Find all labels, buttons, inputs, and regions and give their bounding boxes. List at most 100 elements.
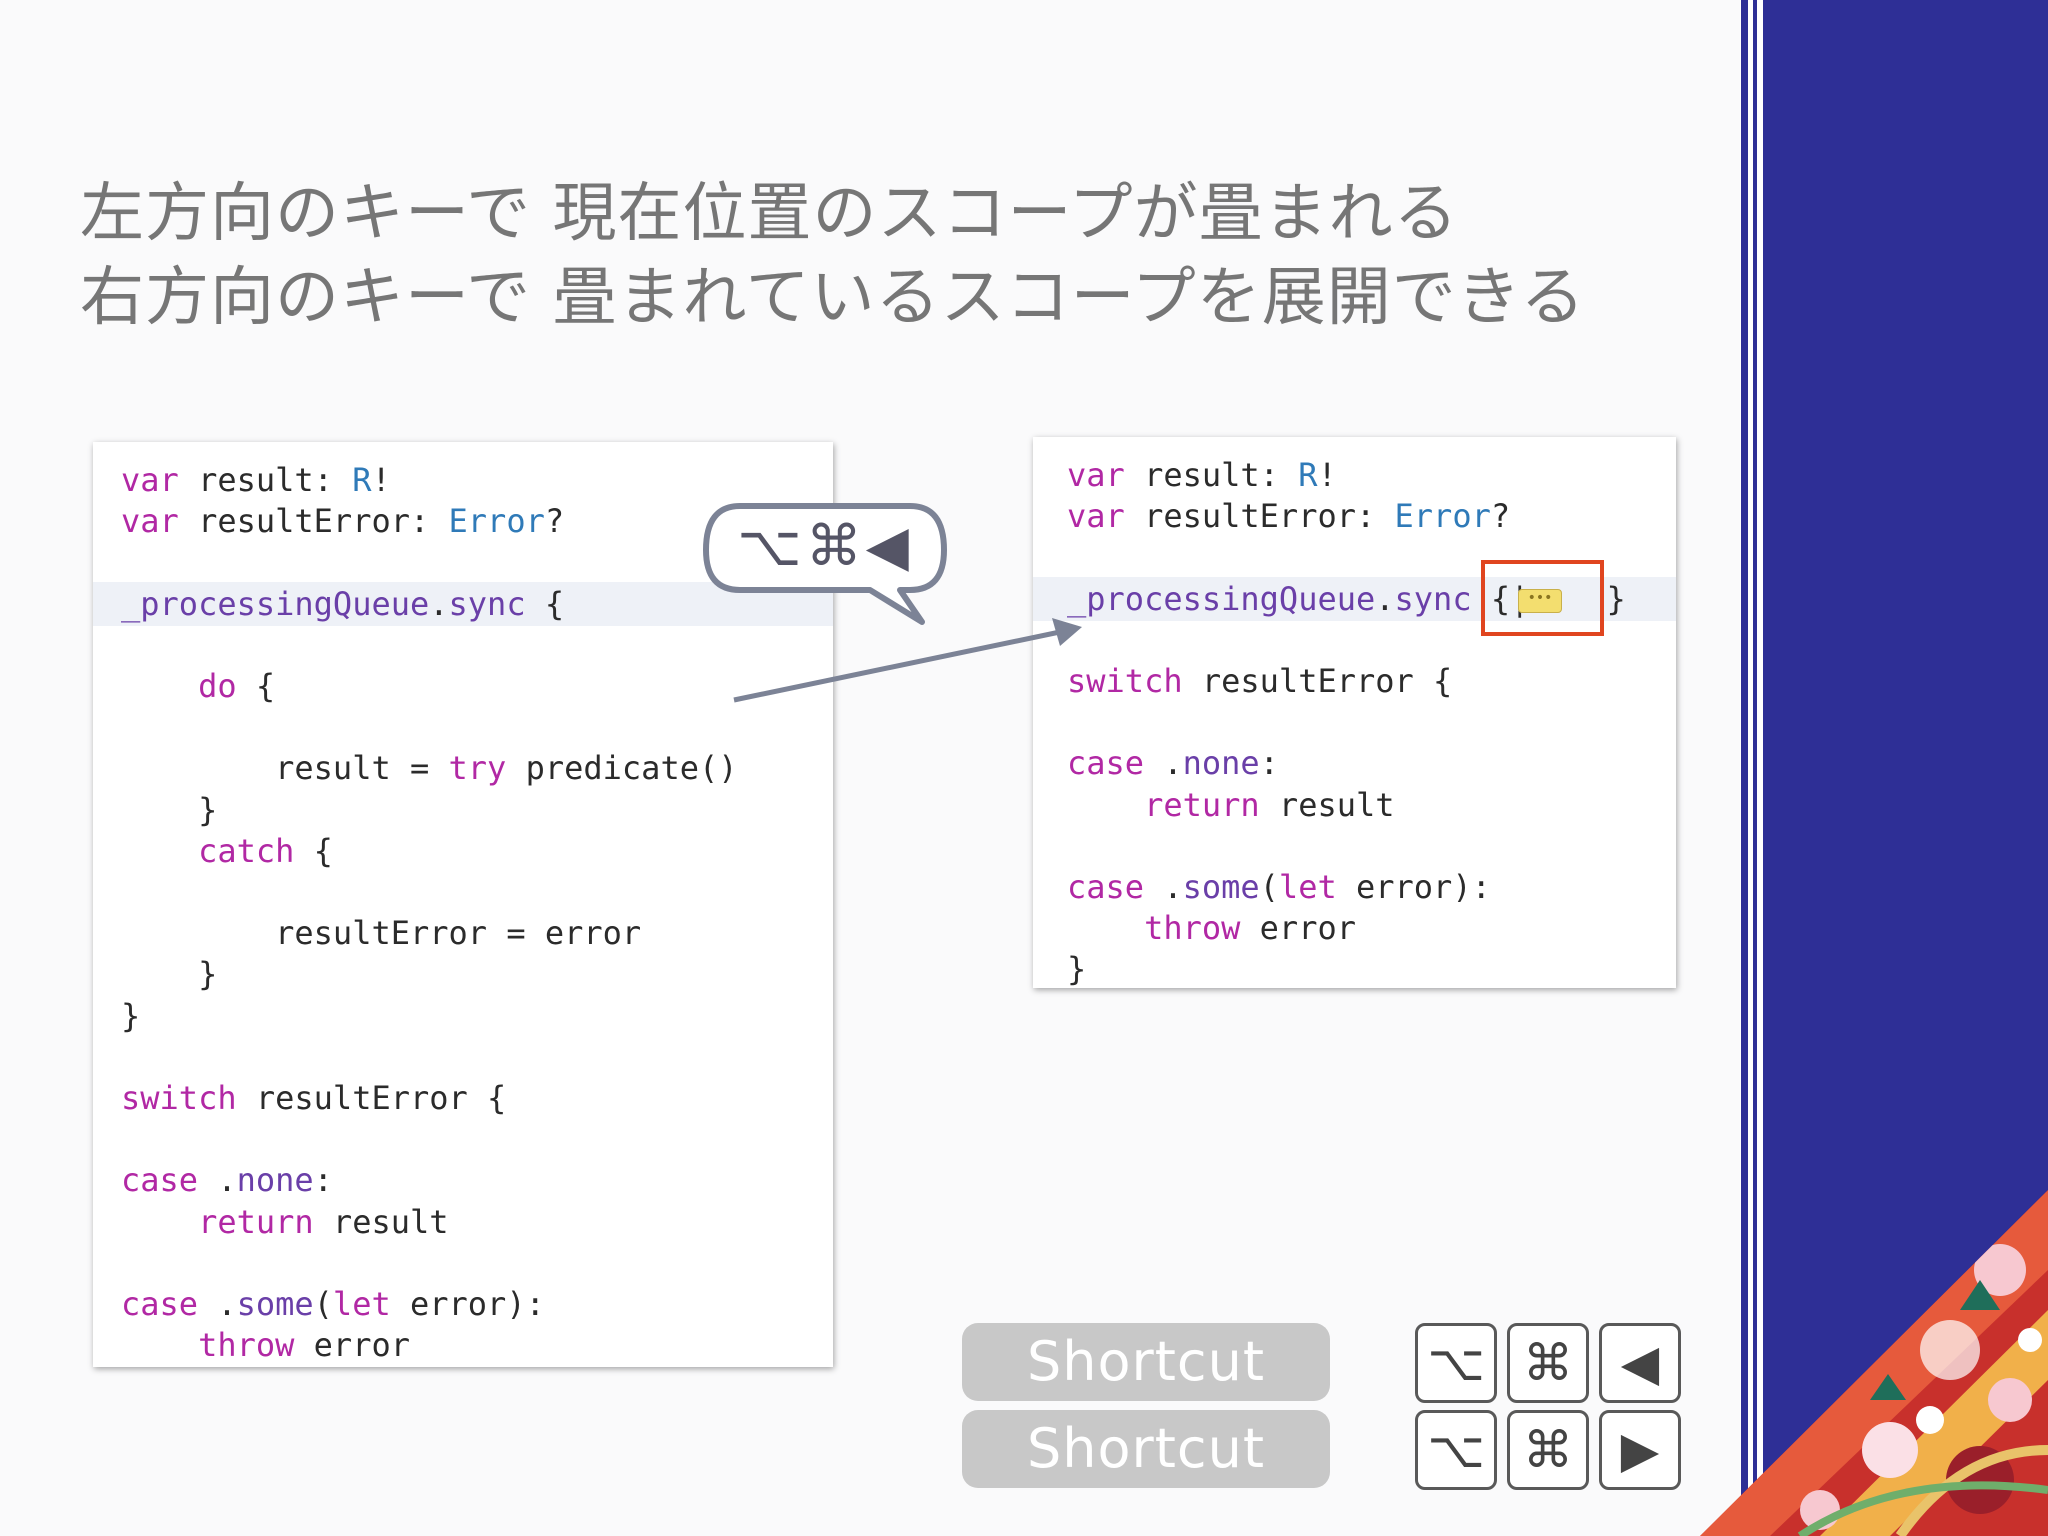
code-line — [93, 1117, 833, 1161]
code-token: let — [1278, 868, 1337, 906]
code-token: { — [236, 667, 276, 705]
option-key-icon: ⌥ — [1415, 1323, 1497, 1403]
code-token: ? — [1490, 497, 1511, 536]
folded-scope-ellipsis-icon[interactable]: ••• — [1518, 589, 1562, 613]
code-token: var — [121, 461, 179, 499]
code-line: return result — [1033, 783, 1676, 827]
code-line: var result: R! — [93, 458, 833, 502]
code-token: throw — [198, 1326, 295, 1365]
code-token: some — [236, 1285, 314, 1323]
code-token: _processingQueue — [121, 584, 430, 623]
code-line: resultError = error — [93, 911, 833, 955]
code-token: resultError { — [236, 1079, 507, 1117]
code-line: switch resultError { — [93, 1076, 833, 1120]
command-key-icon: ⌘ — [1507, 1410, 1589, 1490]
code-line — [1033, 700, 1676, 744]
code-token: var — [1067, 456, 1125, 494]
code-line: throw error — [93, 1323, 833, 1367]
code-line: case .some(let error): — [1033, 865, 1676, 909]
code-token: none — [1182, 744, 1260, 783]
code-token: throw — [1144, 909, 1241, 948]
code-token: case — [121, 1285, 199, 1323]
code-line — [1033, 824, 1676, 868]
code-token: sync — [448, 584, 526, 623]
code-token: Error — [1394, 497, 1491, 536]
code-line — [93, 705, 833, 749]
code-token: let — [332, 1285, 391, 1323]
code-token: } — [121, 790, 218, 829]
code-before-folding: var result: R!var resultError: Error? _pr… — [93, 442, 833, 1367]
title-line-1: 左方向のキーで 現在位置のスコープが畳まれる — [80, 177, 1459, 251]
code-token: var — [1067, 497, 1125, 536]
code-token: switch — [121, 1079, 237, 1117]
code-token: switch — [1067, 662, 1183, 700]
code-line: throw error — [1033, 906, 1676, 950]
code-line — [93, 1241, 833, 1285]
kimono-pattern-decoration — [1700, 1190, 2048, 1536]
code-line: var resultError: Error? — [1033, 494, 1676, 538]
code-token: some — [1182, 868, 1260, 906]
code-token: do — [198, 667, 237, 705]
code-token: try — [448, 749, 507, 788]
code-token: return — [1144, 785, 1260, 824]
code-line: } — [93, 994, 833, 1038]
code-token: return — [198, 1202, 314, 1241]
code-token: case — [1067, 868, 1145, 906]
code-token: result = — [121, 749, 449, 788]
code-after-folding: var result: R!var resultError: Error?_pr… — [1033, 437, 1676, 988]
code-token: none — [236, 1161, 314, 1200]
code-token: Error — [448, 502, 545, 541]
code-token: } — [121, 955, 218, 994]
code-line: _processingQueue.sync { — [93, 581, 833, 626]
code-token: { — [525, 584, 565, 623]
side-band-stripe — [1753, 0, 1757, 1536]
slide-title: 左方向のキーで 現在位置のスコープが畳まれる 右方向のキーで 畳まれているスコー… — [80, 172, 1680, 340]
transition-arrow — [733, 618, 1082, 703]
code-line: } — [93, 788, 833, 832]
code-token — [121, 832, 198, 870]
code-token: : — [313, 1161, 333, 1200]
code-line: case .none: — [1033, 741, 1676, 785]
shortcut-label-fold: Shortcut — [962, 1323, 1330, 1401]
code-token — [1067, 909, 1144, 947]
command-key-icon: ⌘ — [1507, 1323, 1589, 1403]
code-line: } — [1033, 947, 1676, 991]
code-token: } — [121, 996, 141, 1035]
code-token: result: — [178, 461, 353, 499]
code-token: resultError = error — [121, 914, 642, 953]
code-line — [93, 870, 833, 914]
code-token: error — [1240, 909, 1356, 948]
left-arrow-key-icon: ◀ — [1599, 1323, 1681, 1403]
code-token: resultError: — [1124, 497, 1395, 536]
shortcut-label-unfold: Shortcut — [962, 1410, 1330, 1488]
code-token: catch — [198, 831, 295, 870]
code-token: resultError { — [1182, 662, 1453, 700]
code-line — [93, 1035, 833, 1079]
title-line-2: 右方向のキーで 畳まれているスコープを展開できる — [80, 261, 1586, 335]
code-token: error): — [390, 1285, 545, 1323]
code-line: case .none: — [93, 1158, 833, 1202]
folded-scope-highlight — [1481, 560, 1604, 636]
right-arrow-key-icon: ▶ — [1599, 1410, 1681, 1490]
code-token: . — [1144, 744, 1183, 783]
code-token: case — [121, 1161, 199, 1200]
code-line: switch resultError { — [1033, 659, 1676, 703]
option-key-icon: ⌥ — [1415, 1410, 1497, 1490]
code-token: . — [198, 1285, 237, 1323]
code-token: . — [429, 584, 449, 623]
code-token: . — [198, 1161, 237, 1200]
code-token: ! — [1317, 456, 1337, 494]
code-token: . — [1144, 868, 1183, 906]
code-line: var resultError: Error? — [93, 499, 833, 543]
code-token: predicate() — [506, 749, 738, 788]
speech-bubble — [703, 503, 947, 625]
code-token: } — [1067, 950, 1087, 989]
code-token: result: — [1124, 456, 1299, 494]
bubble-shortcut-keys: ⌥⌘◀ — [737, 514, 913, 579]
code-token: ( — [1259, 868, 1279, 906]
code-token — [121, 1203, 198, 1241]
code-token: error): — [1336, 868, 1491, 906]
code-token: sync — [1394, 579, 1472, 618]
code-line: return result — [93, 1200, 833, 1244]
code-token — [1067, 786, 1144, 824]
